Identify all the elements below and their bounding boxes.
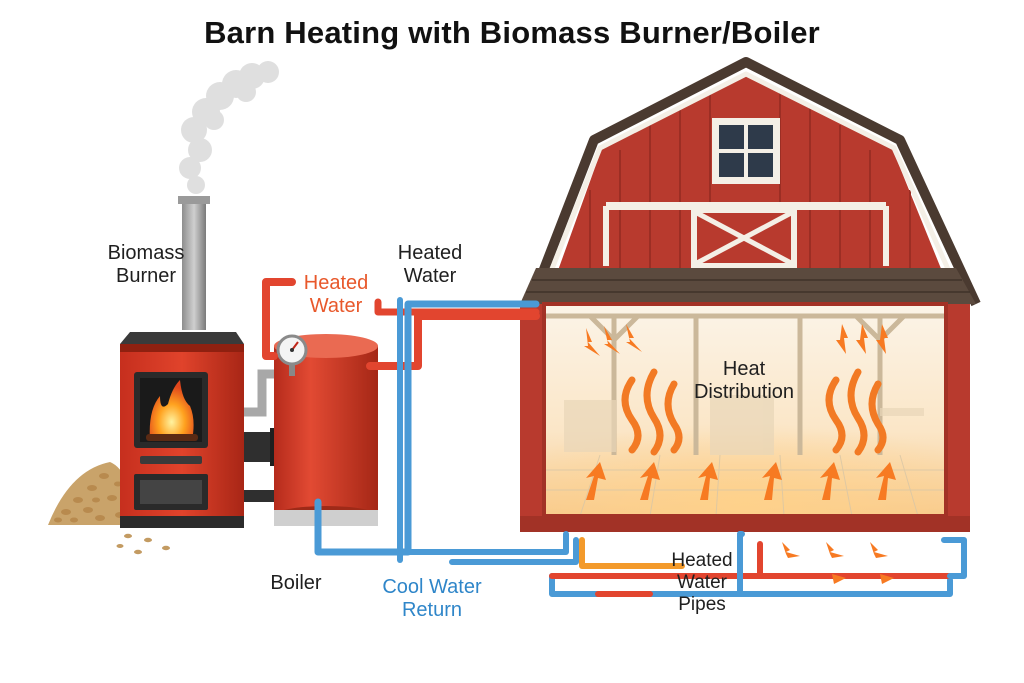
biomass-burner	[120, 196, 244, 528]
label-heated-water-supply: Heated Water	[303, 272, 369, 317]
label-biomass-burner: Biomass Burner	[107, 242, 185, 287]
pipes	[262, 278, 967, 597]
barn	[520, 57, 981, 532]
label-heat-distribution: Heat Distribution	[693, 358, 795, 403]
smoke-plume-icon	[179, 61, 279, 194]
page-title: Barn Heating with Biomass Burner/Boiler	[204, 15, 820, 50]
label-heated-water-inlet: Heated Water	[397, 242, 463, 287]
pressure-gauge-icon	[276, 334, 308, 376]
label-cool-water-return: Cool Water Return	[382, 576, 482, 621]
label-boiler: Boiler	[270, 572, 322, 594]
label-heated-water-pipes: Heated Water Pipes	[671, 550, 733, 615]
heat-wave-icon	[621, 368, 887, 456]
barn-window-icon	[712, 118, 780, 184]
flame-icon	[146, 380, 198, 441]
heat-arrow-icon	[584, 324, 896, 584]
pellet-pile-icon	[48, 462, 170, 555]
